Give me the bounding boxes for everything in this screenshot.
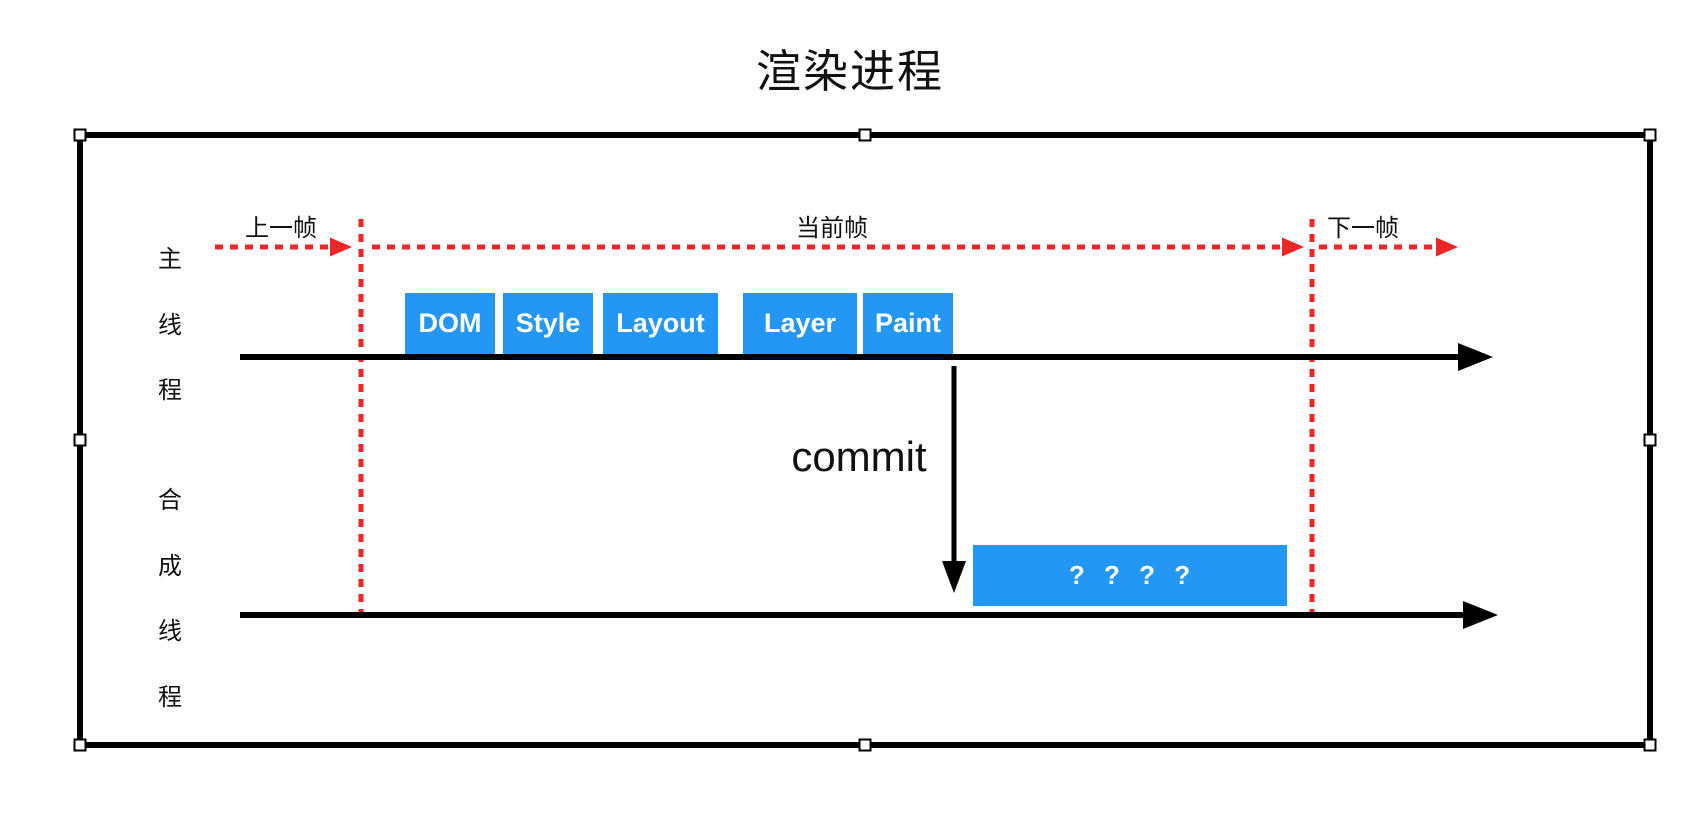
thread-label-compositor-char: 成 — [158, 552, 182, 580]
frame-arrow-previous-head — [330, 237, 352, 257]
thread-label-main-char: 程 — [158, 377, 182, 405]
frame-label-next: 下一帧 — [1327, 215, 1399, 242]
selection-handle-top-middle[interactable] — [858, 128, 872, 142]
frame-label-previous: 上一帧 — [245, 215, 317, 242]
selection-handle-middle-left[interactable] — [73, 433, 87, 447]
commit-label: commit — [791, 433, 927, 480]
stage-box-layer[interactable]: Layer — [743, 293, 857, 354]
stage-label-layout: Layout — [616, 308, 705, 338]
selection-handle-top-left[interactable] — [73, 128, 87, 142]
commit-arrow-head — [942, 561, 966, 593]
thread-label-compositor-char: 线 — [158, 618, 182, 646]
stage-label-dom: DOM — [418, 308, 482, 338]
main-thread-timeline-head — [1458, 343, 1493, 371]
stage-box-paint[interactable]: Paint — [863, 293, 953, 354]
stage-label-style: Style — [515, 308, 581, 338]
compositor-thread-timeline-head — [1463, 601, 1498, 629]
stage-label-paint: Paint — [874, 308, 941, 338]
compositor-task-box[interactable]: ? ? ? ? — [973, 545, 1287, 606]
thread-label-compositor: 合 成 线 程 — [156, 465, 184, 727]
selection-handle-top-right[interactable] — [1643, 128, 1657, 142]
compositor-task-label: ? ? ? ? — [1068, 560, 1192, 590]
thread-label-compositor-char: 程 — [158, 683, 182, 711]
stage-box-dom[interactable]: DOM — [405, 293, 495, 354]
frame-arrow-current-head — [1282, 237, 1304, 257]
selection-handle-bottom-right[interactable] — [1643, 738, 1657, 752]
thread-label-main-char: 主 — [158, 246, 182, 274]
stage-label-layer: Layer — [763, 308, 837, 338]
stage-box-style[interactable]: Style — [503, 293, 593, 354]
frame-arrow-next-head — [1436, 237, 1458, 257]
thread-label-main-char: 线 — [158, 311, 182, 339]
diagram-title: 渲染进程 — [755, 46, 945, 97]
frame-label-current: 当前帧 — [796, 215, 868, 242]
selection-handle-bottom-middle[interactable] — [858, 738, 872, 752]
selection-handle-bottom-left[interactable] — [73, 738, 87, 752]
thread-label-compositor-char: 合 — [158, 487, 182, 515]
thread-label-main: 主 线 程 — [156, 224, 184, 421]
stage-box-layout[interactable]: Layout — [603, 293, 718, 354]
selection-handle-middle-right[interactable] — [1643, 433, 1657, 447]
